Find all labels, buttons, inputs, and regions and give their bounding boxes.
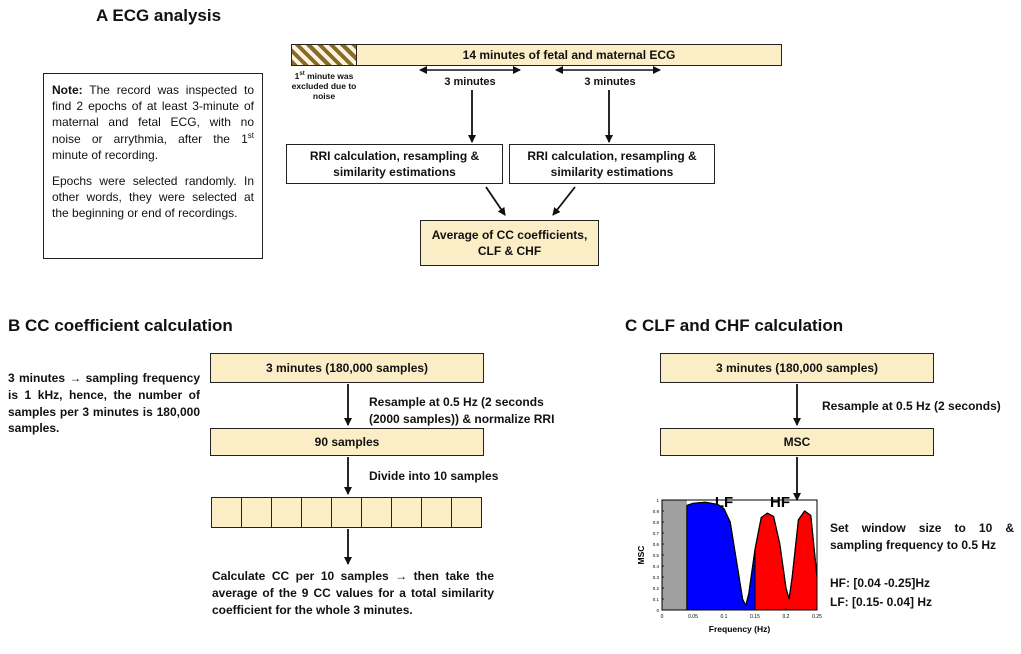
arrow-rri1-to-average	[485, 186, 506, 216]
msc-curve	[686, 501, 818, 608]
x-tick-label: 0.05	[688, 614, 698, 620]
x-tick-label: 0	[661, 614, 664, 620]
section-a-title: A ECG analysis	[96, 6, 222, 25]
average-box: Average of CC coefficients, CLF & CHF	[420, 220, 599, 266]
x-tick-label: 0.15	[750, 614, 760, 620]
lf-area	[686, 501, 756, 611]
y-tick-label: 1	[656, 498, 659, 503]
sample-cell	[241, 497, 272, 528]
rri-box-2: RRI calculation, resampling & similarity…	[509, 144, 715, 184]
sample-cell	[301, 497, 332, 528]
rri-box-1: RRI calculation, resampling & similarity…	[286, 144, 503, 184]
y-tick-label: 0.4	[653, 564, 660, 569]
b-conclusion: Calculate CC per 10 samples → then take …	[212, 569, 494, 617]
sample-cells	[211, 497, 482, 528]
c-window-text: Set window size to 10 & sampling frequen…	[830, 521, 1014, 552]
y-tick-label: 0.5	[653, 553, 660, 558]
b-box-90-samples: 90 samples	[210, 428, 484, 456]
c-lf-text: LF: [0.15- 0.04] Hz	[830, 595, 933, 609]
epoch2-label: 3 minutes	[584, 76, 636, 88]
timeline-bar: 14 minutes of fetal and maternal ECG	[356, 44, 782, 66]
y-axis-label: MSC	[636, 546, 646, 565]
epoch1-label: 3 minutes	[444, 76, 496, 88]
x-tick-label: 0.25	[812, 614, 822, 620]
y-tick-label: 0.3	[653, 575, 660, 580]
section-b-title: B CC coefficient calculation	[8, 316, 233, 335]
y-tick-label: 0.9	[653, 509, 660, 514]
note-para-1: Note: The record was inspected to find 2…	[52, 83, 254, 162]
y-tick-label: 0.8	[653, 520, 660, 525]
sample-cell	[211, 497, 242, 528]
note-box: Note: The record was inspected to find 2…	[43, 73, 263, 259]
sample-cell	[451, 497, 482, 528]
sample-cell	[421, 497, 452, 528]
y-tick-label: 0.2	[653, 586, 660, 591]
y-tick-label: 0.7	[653, 531, 660, 536]
section-b-side-text: 3 minutes → sampling frequency is 1 kHz,…	[8, 371, 200, 436]
b-divide-step: Divide into 10 samples	[369, 469, 499, 483]
arrow-rri2-to-average	[552, 186, 576, 216]
hf-area	[754, 510, 818, 611]
x-tick-label: 0.1	[721, 614, 728, 620]
y-tick-label: 0.6	[653, 542, 660, 547]
c-resample-step: Resample at 0.5 Hz (2 seconds)	[822, 399, 1001, 413]
excluded-region	[662, 500, 687, 610]
excluded-minute-note: 1st minute was excluded due to noise	[291, 71, 357, 102]
y-tick-label: 0.1	[653, 597, 660, 602]
y-tick-label: 0	[656, 608, 659, 613]
sample-cell	[361, 497, 392, 528]
section-c-title: C CLF and CHF calculation	[625, 316, 844, 335]
c-box-msc: MSC	[660, 428, 934, 456]
b-box-3-minutes: 3 minutes (180,000 samples)	[210, 353, 484, 383]
c-box-3-minutes: 3 minutes (180,000 samples)	[660, 353, 934, 383]
timeline-label: 14 minutes of fetal and maternal ECG	[462, 47, 676, 62]
x-axis-label: Frequency (Hz)	[709, 624, 771, 634]
x-tick-label: 0.2	[783, 614, 790, 620]
note-para-2: Epochs were selected randomly. In other …	[52, 173, 254, 221]
b-resample-step: Resample at 0.5 Hz (2 seconds (2000 samp…	[369, 395, 555, 426]
chart-hf-label: HF	[770, 494, 790, 511]
c-hf-text: HF: [0.04 -0.25]Hz	[830, 576, 931, 590]
